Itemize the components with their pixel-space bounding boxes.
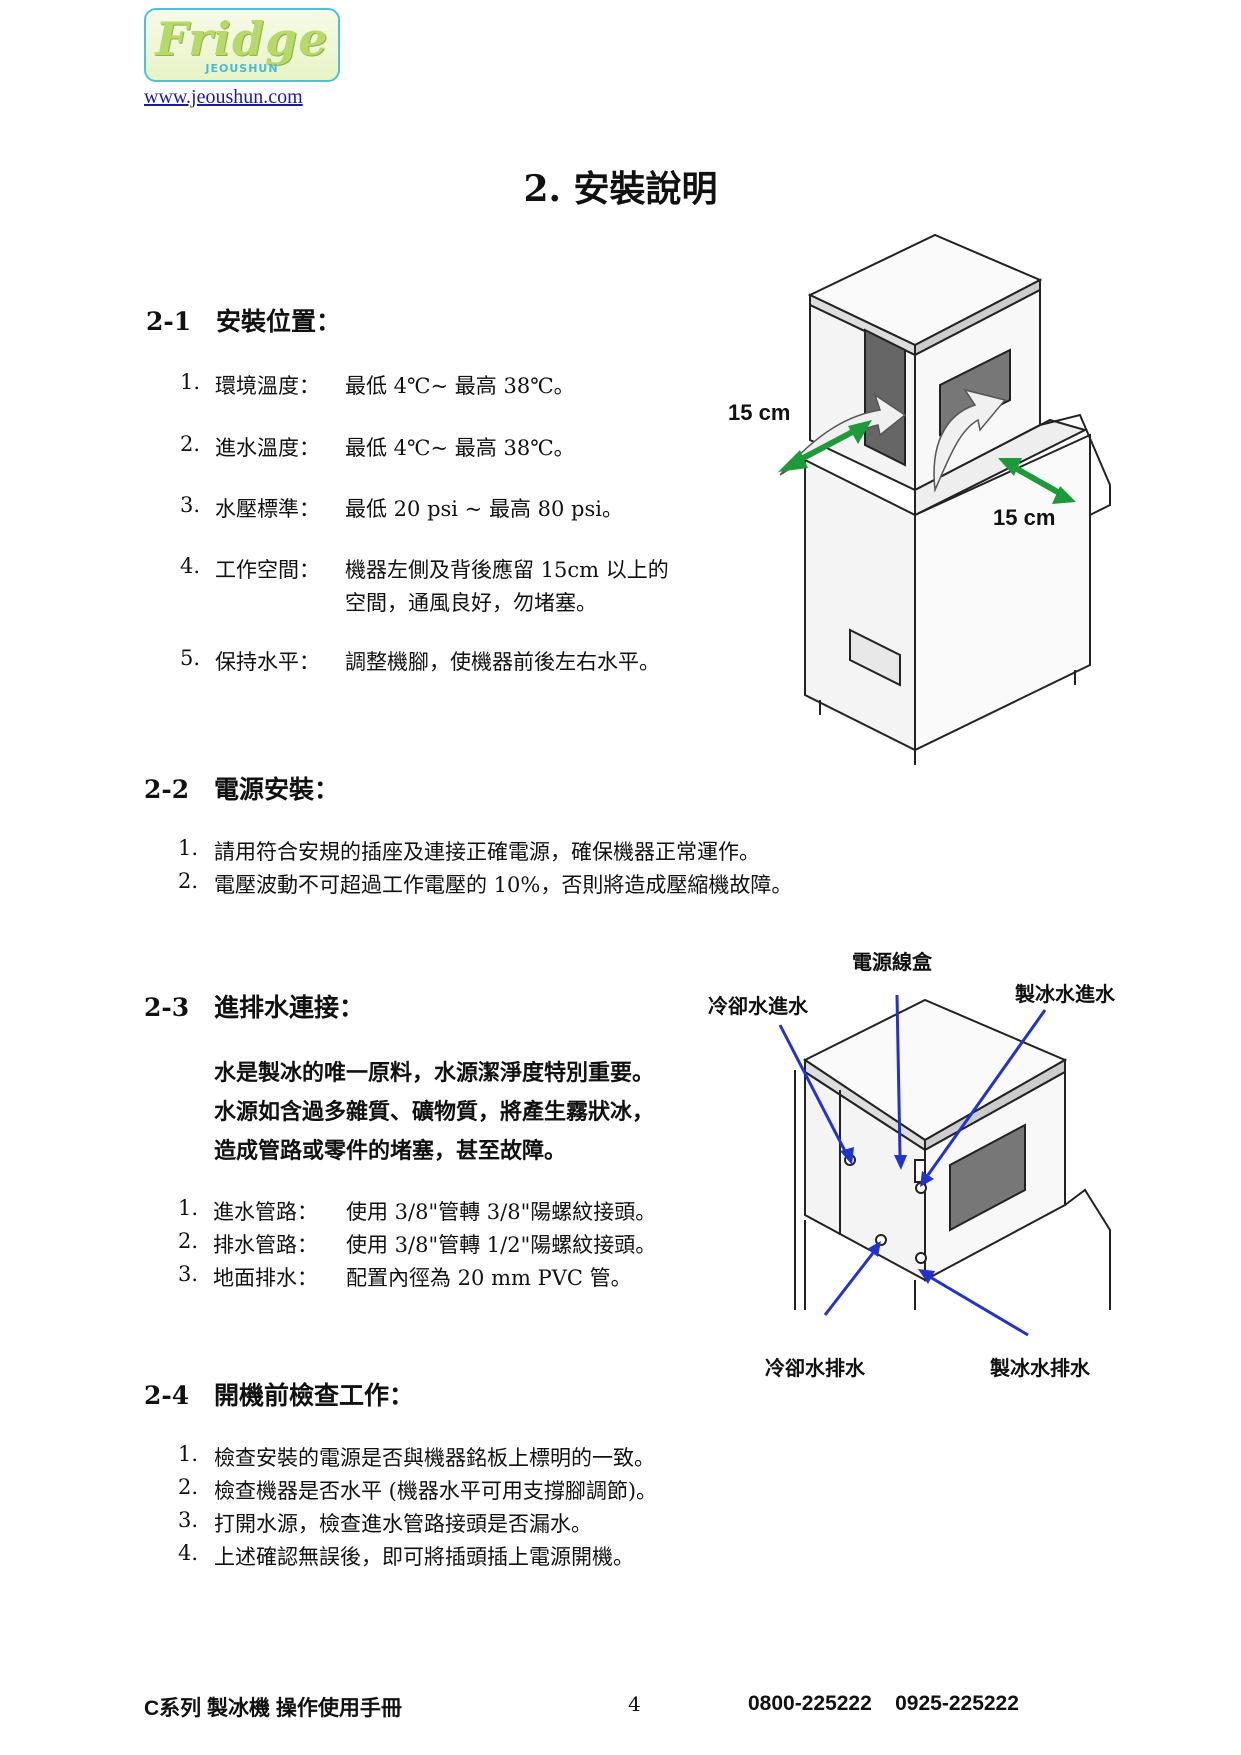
item-value-continued: 空間，通風良好，勿堵塞。 bbox=[345, 591, 597, 615]
item-value: 配置內徑為 20 mm PVC 管。 bbox=[346, 1266, 632, 1290]
item-number: 3. bbox=[180, 493, 201, 517]
clearance-back-label: 15 cm bbox=[993, 505, 1056, 530]
item-text: 打開水源，檢查進水管路接頭是否漏水。 bbox=[214, 1512, 592, 1536]
item-number: 2. bbox=[178, 1475, 199, 1499]
section-number: 2-3 bbox=[144, 993, 190, 1022]
section-number: 2-1 bbox=[146, 307, 192, 336]
item-label: 排水管路： bbox=[213, 1233, 318, 1257]
item-value: 最低 4℃~ 最高 38℃。 bbox=[345, 436, 575, 460]
item-text: 檢查安裝的電源是否與機器銘板上標明的一致。 bbox=[214, 1446, 655, 1470]
label-ice-water-out: 製冰水排水 bbox=[990, 1356, 1090, 1380]
item-text: 上述確認無誤後，即可將插頭插上電源開機。 bbox=[214, 1545, 634, 1569]
item-value: 機器左側及背後應留 15cm 以上的 bbox=[345, 558, 669, 582]
item-value: 使用 3/8"管轉 3/8"陽螺紋接頭。 bbox=[346, 1200, 657, 1224]
item-number: 1. bbox=[180, 370, 201, 394]
item-label: 工作空間： bbox=[215, 558, 320, 582]
section-2-3-heading: 2-3 進排水連接： bbox=[144, 988, 364, 1024]
footer-manual-title: C系列 製冰機 操作使用手冊 bbox=[144, 1697, 402, 1720]
item-number: 4. bbox=[178, 1541, 199, 1565]
note-line: 造成管路或零件的堵塞，甚至故障。 bbox=[214, 1138, 567, 1164]
section-2-1-heading: 2-1 安裝位置： bbox=[146, 302, 341, 338]
item-label: 進水溫度： bbox=[215, 436, 320, 460]
logo-subtext: JEOUSHUN bbox=[205, 62, 279, 75]
item-number: 4. bbox=[180, 554, 201, 578]
item-label: 地面排水： bbox=[213, 1266, 318, 1290]
item-label: 保持水平： bbox=[215, 650, 320, 674]
note-line: 水源如含過多雜質、礦物質，將產生霧狀冰， bbox=[214, 1099, 655, 1125]
note-line: 水是製冰的唯一原料，水源潔淨度特別重要。 bbox=[214, 1060, 655, 1086]
connection-pointers bbox=[778, 994, 1047, 1337]
section-2-4-heading: 2-4 開機前檢查工作： bbox=[144, 1376, 414, 1412]
item-value: 最低 4℃~ 最高 38℃。 bbox=[345, 374, 575, 398]
clearance-diagram bbox=[780, 233, 1111, 765]
item-number: 1. bbox=[178, 836, 199, 860]
item-text: 請用符合安規的插座及連接正確電源，確保機器正常運作。 bbox=[214, 840, 760, 864]
section-title: 開機前檢查工作： bbox=[214, 1381, 415, 1410]
item-value: 最低 20 psi ~ 最高 80 psi。 bbox=[345, 497, 623, 521]
section-number: 2-2 bbox=[144, 775, 190, 804]
item-number: 2. bbox=[180, 432, 201, 456]
section-2-2-heading: 2-2 電源安裝： bbox=[144, 770, 339, 806]
item-number: 1. bbox=[178, 1442, 199, 1466]
brand-logo: Fridge JEOUSHUN bbox=[144, 8, 340, 82]
item-value: 調整機腳，使機器前後左右水平。 bbox=[345, 650, 660, 674]
item-number: 5. bbox=[180, 646, 201, 670]
item-number: 1. bbox=[178, 1196, 199, 1220]
label-power-box: 電源線盒 bbox=[852, 950, 932, 974]
water-quality-note: 水是製冰的唯一原料，水源潔淨度特別重要。 水源如含過多雜質、礦物質，將產生霧狀冰… bbox=[214, 1054, 654, 1171]
item-text: 檢查機器是否水平 (機器水平可用支撐腳調節)。 bbox=[214, 1479, 658, 1503]
label-cooling-water-in: 冷卻水進水 bbox=[708, 994, 808, 1018]
page-number: 4 bbox=[628, 1692, 641, 1716]
label-cooling-water-out: 冷卻水排水 bbox=[765, 1356, 865, 1380]
footer-phones: 0800-225222 0925-225222 bbox=[748, 1692, 1019, 1715]
section-title: 電源安裝： bbox=[214, 775, 340, 804]
page-title: 2. 安裝說明 bbox=[523, 168, 718, 210]
logo-text: Fridge bbox=[155, 12, 329, 66]
item-text: 電壓波動不可超過工作電壓的 10%，否則將造成壓縮機故障。 bbox=[214, 873, 793, 897]
website-link[interactable]: www.jeoushun.com bbox=[144, 86, 303, 108]
clearance-arrows bbox=[778, 420, 1076, 504]
item-number: 3. bbox=[178, 1262, 199, 1286]
clearance-left-label: 15 cm bbox=[728, 400, 791, 425]
item-label: 水壓標準： bbox=[215, 497, 320, 521]
item-number: 3. bbox=[178, 1508, 199, 1532]
item-label: 進水管路： bbox=[213, 1200, 318, 1224]
item-number: 2. bbox=[178, 1229, 199, 1253]
label-ice-water-in: 製冰水進水 bbox=[1015, 982, 1115, 1006]
section-title: 進排水連接： bbox=[214, 993, 365, 1022]
section-number: 2-4 bbox=[144, 1381, 190, 1410]
section-title: 安裝位置： bbox=[216, 307, 342, 336]
item-label: 環境溫度： bbox=[215, 374, 320, 398]
item-value: 使用 3/8"管轉 1/2"陽螺紋接頭。 bbox=[346, 1233, 657, 1257]
item-number: 2. bbox=[178, 869, 199, 893]
